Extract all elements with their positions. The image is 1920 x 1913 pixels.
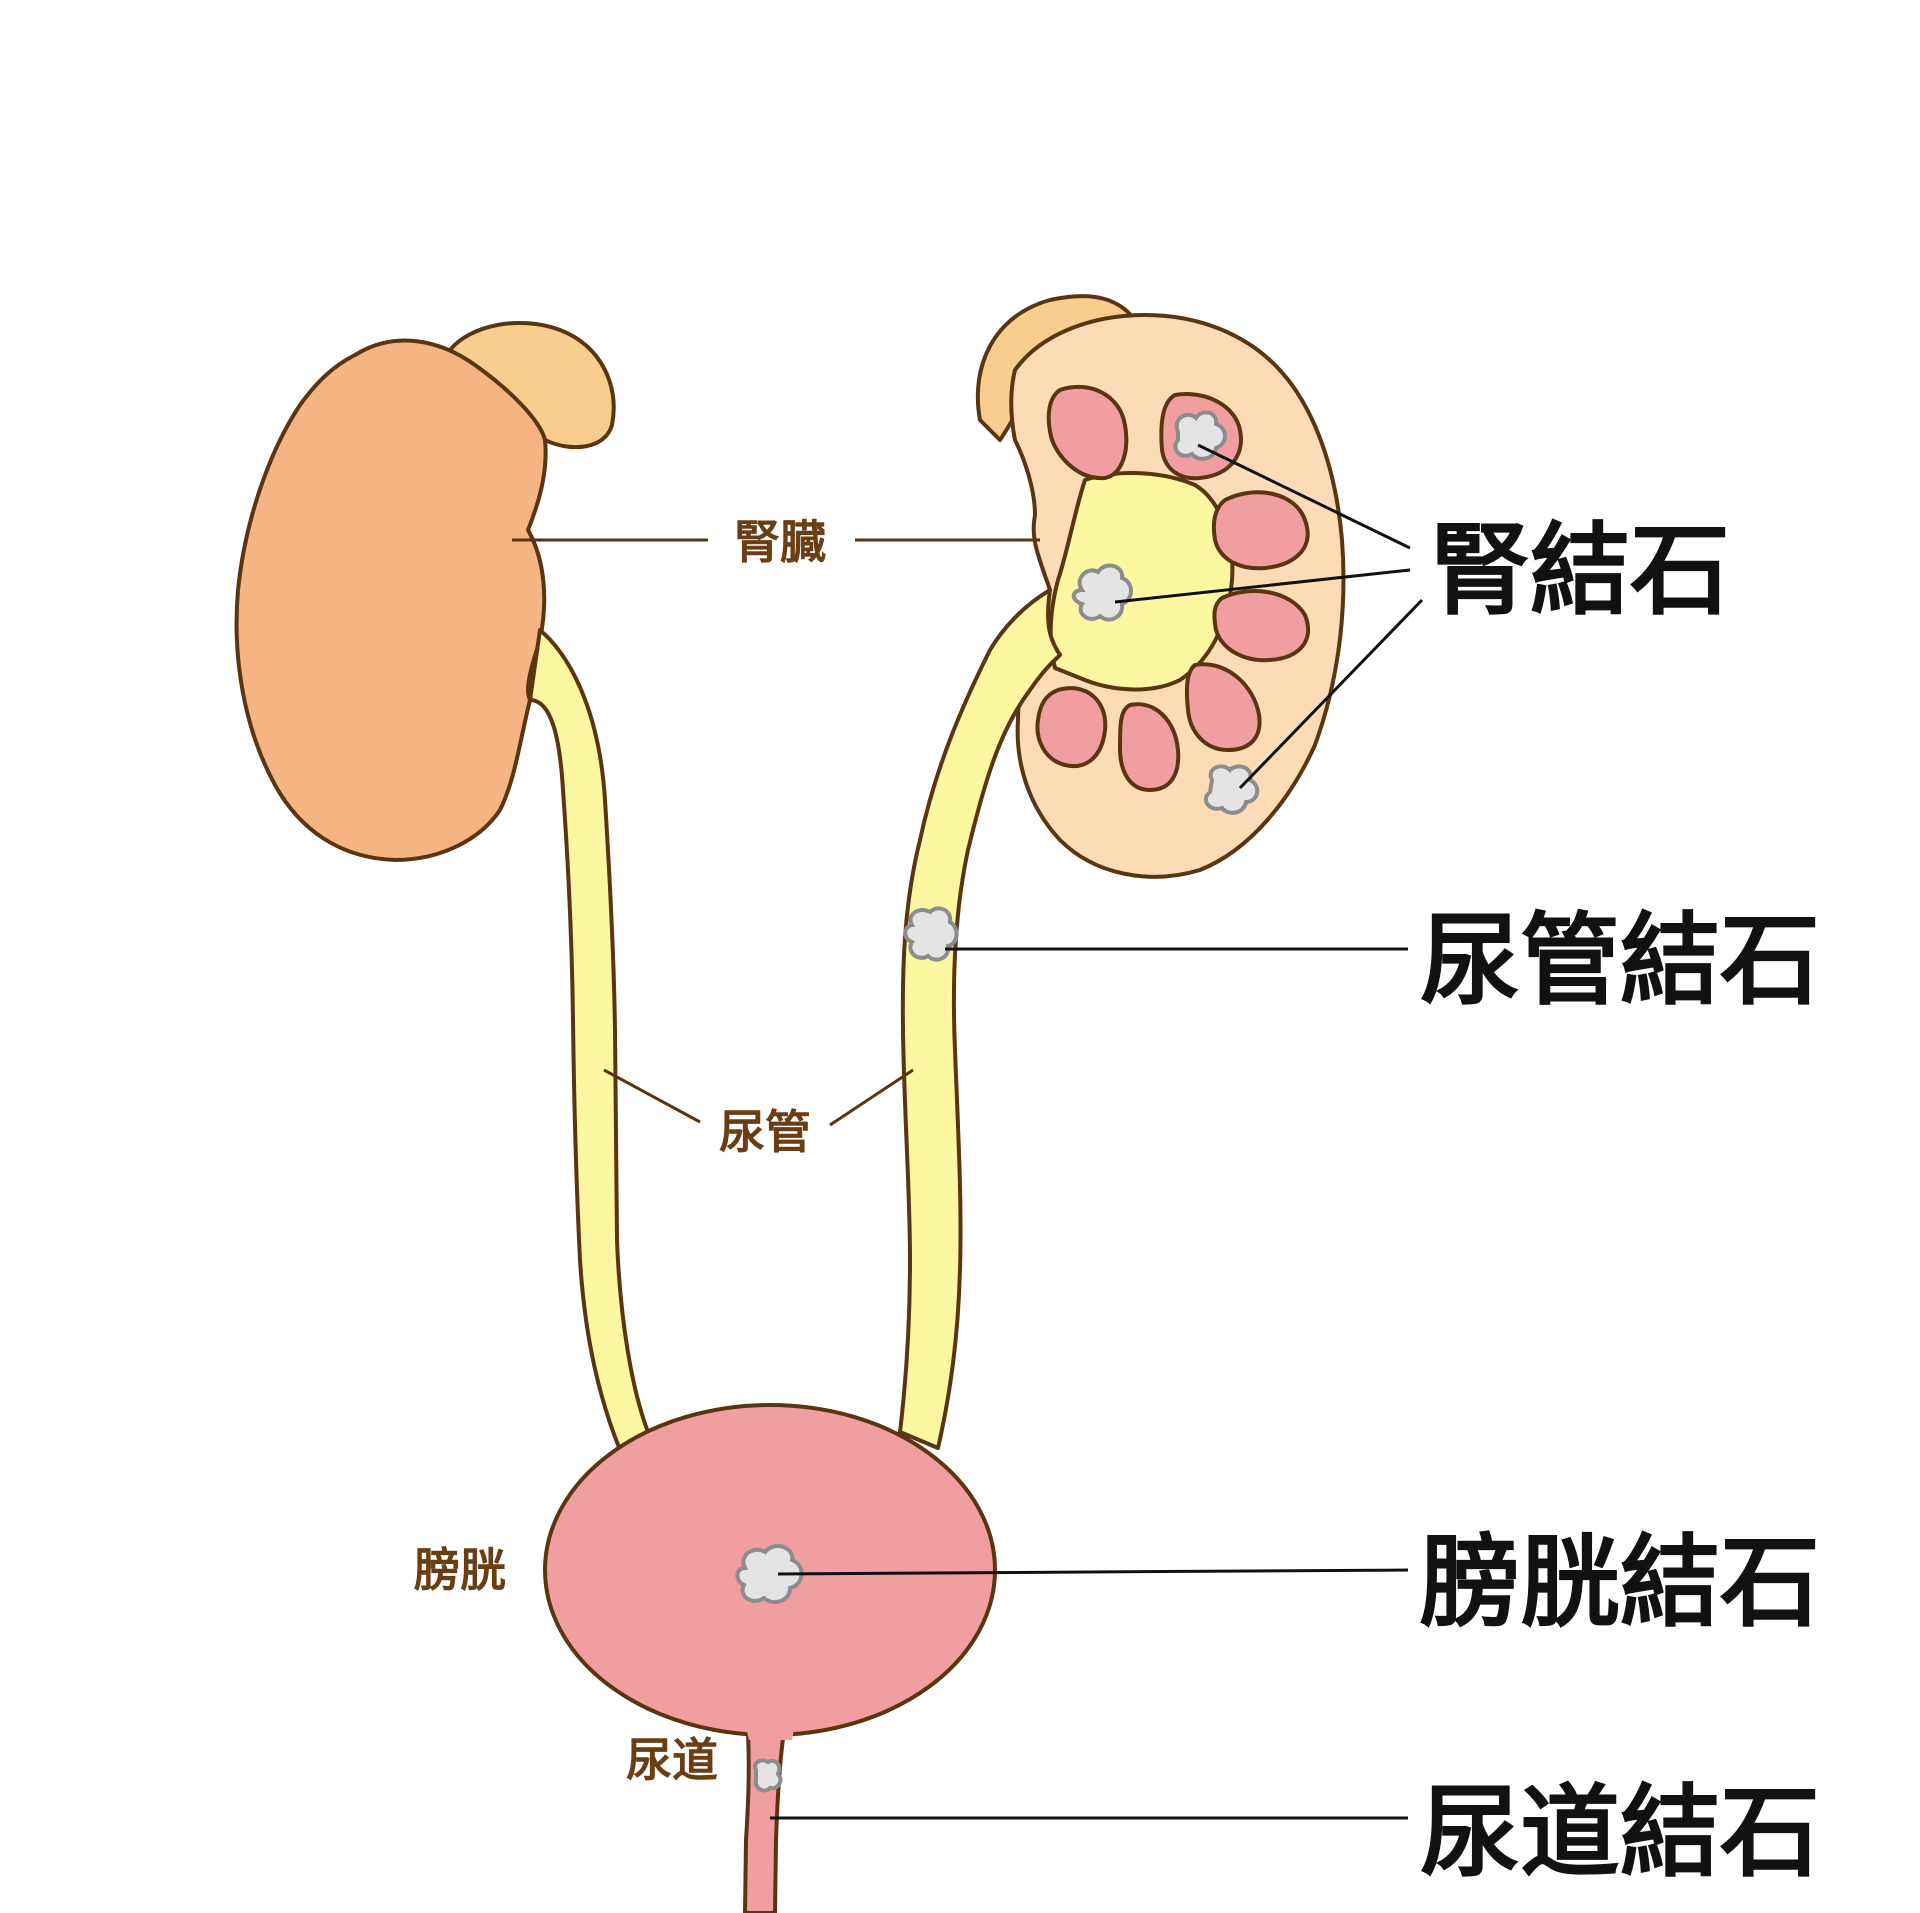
ureter-leader-left — [603, 1068, 701, 1124]
bladder-neck — [744, 1718, 796, 1740]
calyx — [1184, 662, 1262, 752]
ureter-stone — [903, 906, 959, 962]
left-kidney-body — [234, 338, 548, 862]
kidney-stone-leader-3 — [1238, 598, 1424, 790]
urethra-stone-label: 尿道結石 — [1420, 1774, 1820, 1891]
kidney-stone-leader-2 — [1114, 568, 1411, 604]
bladder-stone — [735, 1544, 804, 1605]
urethra-label: 尿道 — [626, 1733, 718, 1787]
left-kidney — [234, 320, 616, 862]
bladder-label: 膀胱 — [414, 1543, 506, 1597]
renal-pelvis — [1048, 471, 1235, 692]
bladder-stone-leader — [777, 1568, 1409, 1576]
kidney-stone-leader-1 — [1197, 443, 1411, 550]
calyx — [1211, 490, 1310, 571]
calyx — [1046, 384, 1129, 481]
calyx — [1212, 589, 1311, 663]
kidney-stone-calyx — [1173, 410, 1227, 461]
kidney-stone-label: 腎結石 — [1430, 512, 1730, 629]
ureter-label: 尿管 — [719, 1105, 811, 1159]
right-ureter — [898, 588, 1062, 1450]
ureter-leader-right — [829, 1068, 914, 1127]
stones — [735, 410, 1260, 1793]
calyx — [1035, 686, 1108, 769]
left-ureter — [528, 628, 650, 1452]
kidney-stone-lower — [1203, 764, 1260, 815]
bladder-stone-label: 膀胱結石 — [1420, 1524, 1820, 1641]
leader-lines — [512, 443, 1424, 1820]
right-kidney — [975, 294, 1346, 879]
kidney-label: 腎臓 — [734, 515, 826, 569]
kidney-stone-pelvis — [1071, 563, 1133, 622]
ureter-stone-label: 尿管結石 — [1420, 902, 1820, 1019]
calyx — [1118, 702, 1181, 792]
urethra-stone — [753, 1758, 783, 1793]
